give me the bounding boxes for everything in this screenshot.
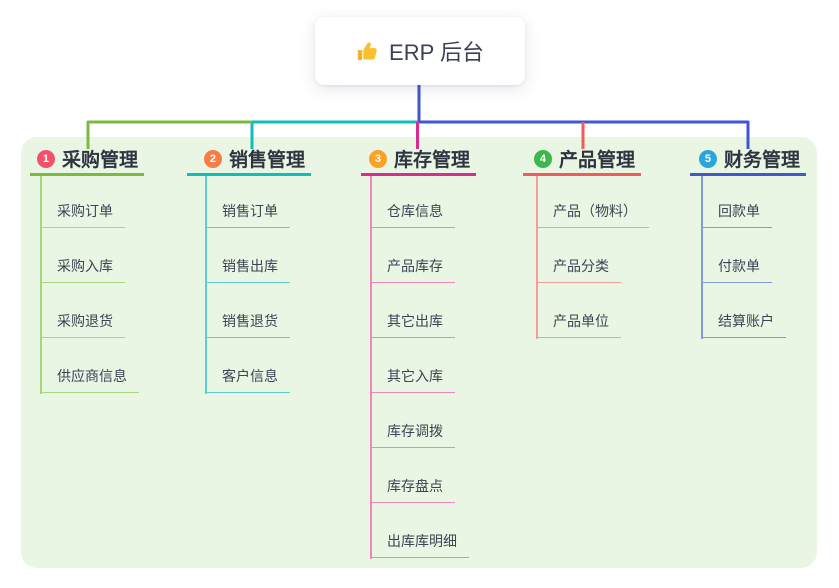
branch-number-badge: 1: [36, 149, 55, 168]
branch-node-product[interactable]: 4 产品管理: [523, 147, 641, 176]
child-node[interactable]: 销售订单: [206, 201, 290, 228]
root-label: ERP 后台: [389, 40, 484, 65]
child-node[interactable]: 采购入库: [41, 256, 125, 283]
branch-stem: [370, 176, 372, 559]
child-node[interactable]: 结算账户: [702, 311, 786, 338]
branch-node-inventory[interactable]: 3 库存管理: [361, 147, 476, 176]
child-node[interactable]: 供应商信息: [41, 366, 139, 393]
connector-branch-finance: [419, 120, 750, 149]
branch-title: 采购管理: [61, 150, 138, 171]
child-node[interactable]: 销售退货: [206, 311, 290, 338]
child-node[interactable]: 出库库明细: [371, 531, 469, 558]
branches-panel: [21, 137, 817, 568]
branch-node-sales[interactable]: 2 销售管理: [187, 147, 311, 176]
child-node[interactable]: 其它入库: [371, 366, 455, 393]
branch-node-finance[interactable]: 5 财务管理: [690, 147, 806, 176]
child-node[interactable]: 仓库信息: [371, 201, 455, 228]
branch-stem: [205, 176, 207, 394]
branch-number-badge: 3: [368, 149, 387, 168]
child-node[interactable]: 客户信息: [206, 366, 290, 393]
child-node[interactable]: 销售出库: [206, 256, 290, 283]
child-node[interactable]: 产品分类: [537, 256, 621, 283]
child-node[interactable]: 付款单: [702, 256, 772, 283]
branch-stem: [701, 176, 703, 339]
child-node[interactable]: 库存调拨: [371, 421, 455, 448]
child-node[interactable]: 产品（物料）: [537, 201, 649, 228]
child-node[interactable]: 产品单位: [537, 311, 621, 338]
child-node[interactable]: 采购订单: [41, 201, 125, 228]
branch-number-badge: 5: [698, 149, 717, 168]
child-node[interactable]: 产品库存: [371, 256, 455, 283]
child-node[interactable]: 采购退货: [41, 311, 125, 338]
connector-branch-purchase: [86, 120, 252, 149]
branch-number-badge: 2: [203, 149, 222, 168]
branch-stem: [536, 176, 538, 339]
child-node[interactable]: 回款单: [702, 201, 772, 228]
branch-number-badge: 4: [533, 149, 552, 168]
branch-title: 销售管理: [228, 150, 305, 171]
child-node[interactable]: 其它出库: [371, 311, 455, 338]
thumbs-up-icon: [356, 40, 379, 63]
branch-title: 财务管理: [723, 150, 800, 171]
root-node-erp[interactable]: ERP 后台: [315, 17, 525, 85]
branch-title: 产品管理: [558, 150, 635, 171]
child-node[interactable]: 库存盘点: [371, 476, 455, 503]
branch-node-purchase[interactable]: 1 采购管理: [30, 147, 144, 176]
branch-stem: [40, 176, 42, 394]
branch-title: 库存管理: [393, 150, 470, 171]
